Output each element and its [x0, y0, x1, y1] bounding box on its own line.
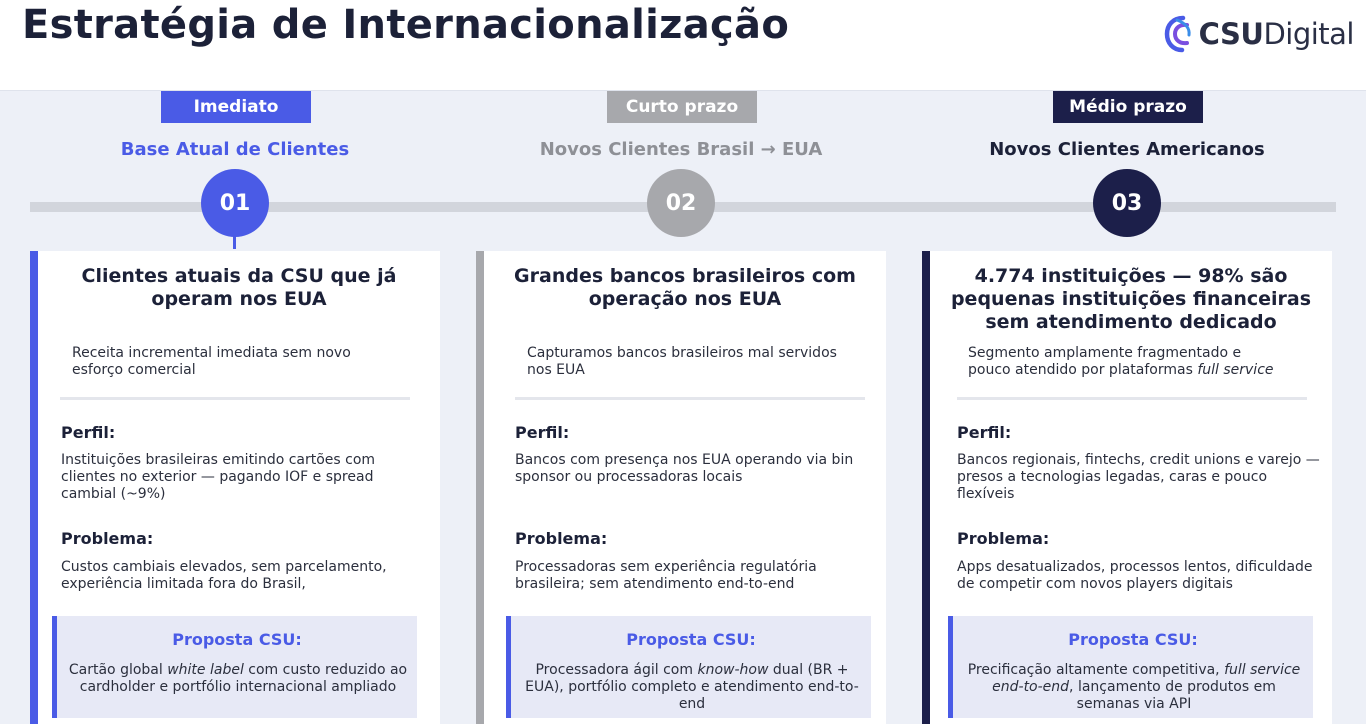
card-intro: Capturamos bancos brasileiros mal servid…: [527, 345, 837, 378]
roadmap-area: Imediato Base Atual de Clientes 01 Clien…: [0, 90, 1366, 724]
phase-number-3: 03: [1093, 169, 1161, 237]
problem-text: Processadoras sem experiência regulatóri…: [515, 559, 817, 592]
problem-label: Problema:: [515, 529, 608, 548]
proposal-text: Processadora ágil com know-how dual (BR …: [525, 662, 859, 712]
phase-card-1: Clientes atuais da CSU que já operam nos…: [30, 251, 440, 724]
card-divider: [60, 397, 410, 400]
card-divider: [515, 397, 865, 400]
profile-label: Perfil:: [515, 423, 570, 442]
profile-text: Bancos regionais, fintechs, credit union…: [957, 452, 1320, 502]
phase-card-2: Grandes bancos brasileiros com operação …: [476, 251, 886, 724]
problem-label: Problema:: [957, 529, 1050, 548]
phase-connector-1: [233, 235, 236, 249]
card-title: Grandes bancos brasileiros com operação …: [514, 265, 856, 310]
page-title: Estratégia de Internacionalização: [22, 2, 790, 48]
proposal-title: Proposta CSU:: [1068, 630, 1198, 649]
phase-title-1: Base Atual de Clientes: [120, 139, 350, 160]
profile-label: Perfil:: [61, 423, 116, 442]
proposal-box: Proposta CSU: Processadora ágil com know…: [506, 616, 871, 718]
proposal-title: Proposta CSU:: [626, 630, 756, 649]
phase-tag-medium-term: Médio prazo: [1053, 91, 1203, 123]
profile-label: Perfil:: [957, 423, 1012, 442]
phase-tag-short-term: Curto prazo: [607, 91, 757, 123]
card-divider: [957, 397, 1307, 400]
logo-text-bold: CSU: [1198, 17, 1264, 51]
card-intro: Segmento amplamente fragmentado e pouco …: [968, 345, 1274, 378]
logo-text-light: Digital: [1263, 17, 1354, 51]
card-title: Clientes atuais da CSU que já operam nos…: [81, 265, 397, 310]
phase-tag-immediate: Imediato: [161, 91, 311, 123]
problem-text: Apps desatualizados, processos lentos, d…: [957, 559, 1313, 592]
phase-number-2: 02: [647, 169, 715, 237]
csu-logo-icon: [1164, 15, 1191, 53]
card-title: 4.774 instituições — 98% são pequenas in…: [950, 265, 1312, 333]
proposal-text: Precificação altamente competitiva, full…: [967, 662, 1301, 712]
profile-text: Bancos com presença nos EUA operando via…: [515, 452, 854, 485]
proposal-text: Cartão global white label com custo redu…: [68, 662, 408, 695]
proposal-box: Proposta CSU: Cartão global white label …: [52, 616, 417, 718]
phase-number-1: 01: [201, 169, 269, 237]
proposal-title: Proposta CSU:: [172, 630, 302, 649]
phase-card-3: 4.774 instituições — 98% são pequenas in…: [922, 251, 1332, 724]
profile-text: Instituições brasileiras emitindo cartõe…: [61, 452, 376, 502]
proposal-box: Proposta CSU: Precificação altamente com…: [948, 616, 1313, 718]
problem-label: Problema:: [61, 529, 154, 548]
card-intro: Receita incremental imediata sem novo es…: [72, 345, 351, 378]
phase-title-2: Novos Clientes Brasil → EUA: [539, 139, 823, 160]
phase-title-3: Novos Clientes Americanos: [989, 139, 1265, 160]
problem-text: Custos cambiais elevados, sem parcelamen…: [61, 559, 387, 592]
